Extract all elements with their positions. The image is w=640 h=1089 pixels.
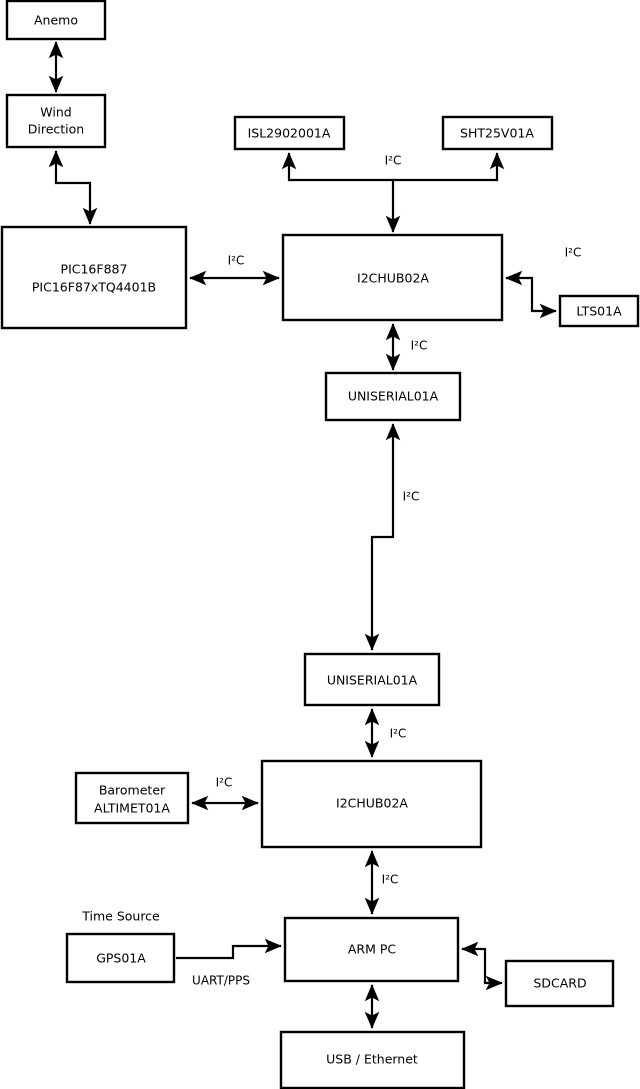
node-barometer-label-line1: Barometer <box>99 783 166 798</box>
node-i2chub02a-bottom[interactable]: I2CHUB02A <box>260 759 483 849</box>
node-sht25v01a-label: SHT25V01A <box>460 126 534 141</box>
node-arm-pc[interactable]: ARM PC <box>283 916 460 983</box>
connector-armpc-sdcard <box>461 941 503 991</box>
node-lts01a[interactable]: LTS01A <box>558 294 640 328</box>
node-isl2902001a-label: ISL2902001A <box>248 126 331 141</box>
node-arm-pc-label: ARM PC <box>348 942 397 957</box>
edge-label-gps-armpc: UART/PPS <box>192 974 250 988</box>
connector-layer <box>48 41 557 1029</box>
node-pic-label-line1: PIC16F887 <box>61 262 128 277</box>
node-barometer-altimet01a[interactable]: Barometer ALTIMET01A <box>74 771 190 825</box>
node-barometer-label-line2: ALTIMET01A <box>94 801 170 816</box>
free-label-layer: Time Source <box>81 909 160 924</box>
edge-label-barometer-hub: I²C <box>216 776 233 790</box>
node-uniserial01a-top-label: UNISERIAL01A <box>348 389 439 404</box>
node-wind-direction[interactable]: Wind Direction <box>5 93 107 149</box>
edge-label-layer: I²C I²C I²C I²C I²C I²C I²C I²C UART/PPS <box>192 154 581 988</box>
node-anemo-label: Anemo <box>34 13 78 28</box>
node-lts01a-label: LTS01A <box>576 304 622 319</box>
node-pic-label-line2: PIC16F87xTQ4401B <box>32 280 156 295</box>
node-isl2902001a[interactable]: ISL2902001A <box>233 115 346 151</box>
node-gps01a[interactable]: GPS01A <box>65 932 176 984</box>
node-uniserial01a-bottom-label: UNISERIAL01A <box>327 673 418 688</box>
node-i2chub02a-top[interactable]: I2CHUB02A <box>281 233 504 322</box>
connector-uniserial-link <box>364 423 401 651</box>
connector-hub-isl-sht-trunk <box>281 152 401 233</box>
edge-label-hub-isl-sht: I²C <box>385 154 402 168</box>
node-sdcard[interactable]: SDCARD <box>504 959 615 1008</box>
edge-label-hub-lts: I²C <box>565 246 582 260</box>
node-usb-ethernet-label: USB / Ethernet <box>326 1052 418 1067</box>
node-gps01a-label: GPS01A <box>96 951 146 966</box>
edge-label-uniserial-link: I²C <box>403 490 420 504</box>
node-wind-direction-label-line2: Direction <box>28 122 84 137</box>
node-pic-microcontroller[interactable]: PIC16F887 PIC16F87xTQ4401B <box>0 225 188 330</box>
node-i2chub02a-top-label: I2CHUB02A <box>357 271 429 286</box>
connector-hub-lts <box>505 270 557 319</box>
connector-pic-wind <box>48 150 98 225</box>
edge-label-uniserial-hub-bot: I²C <box>390 727 407 741</box>
node-uniserial01a-bottom[interactable]: UNISERIAL01A <box>303 652 441 707</box>
node-wind-direction-label-line1: Wind <box>40 105 71 120</box>
edge-label-hub-uniserial-top: I²C <box>411 339 428 353</box>
node-usb-ethernet[interactable]: USB / Ethernet <box>279 1030 466 1089</box>
node-sht25v01a[interactable]: SHT25V01A <box>441 115 554 151</box>
node-sdcard-label: SDCARD <box>533 976 586 991</box>
node-anemo[interactable]: Anemo <box>5 0 107 41</box>
edge-label-pic-hub: I²C <box>228 254 245 268</box>
node-i2chub02a-bottom-label: I2CHUB02A <box>336 796 408 811</box>
connector-hub-sht-branch <box>393 152 505 182</box>
connector-gps-armpc <box>176 938 282 960</box>
node-uniserial01a-top[interactable]: UNISERIAL01A <box>324 371 462 422</box>
label-time-source: Time Source <box>81 909 160 924</box>
edge-label-hub-armpc: I²C <box>382 873 399 887</box>
